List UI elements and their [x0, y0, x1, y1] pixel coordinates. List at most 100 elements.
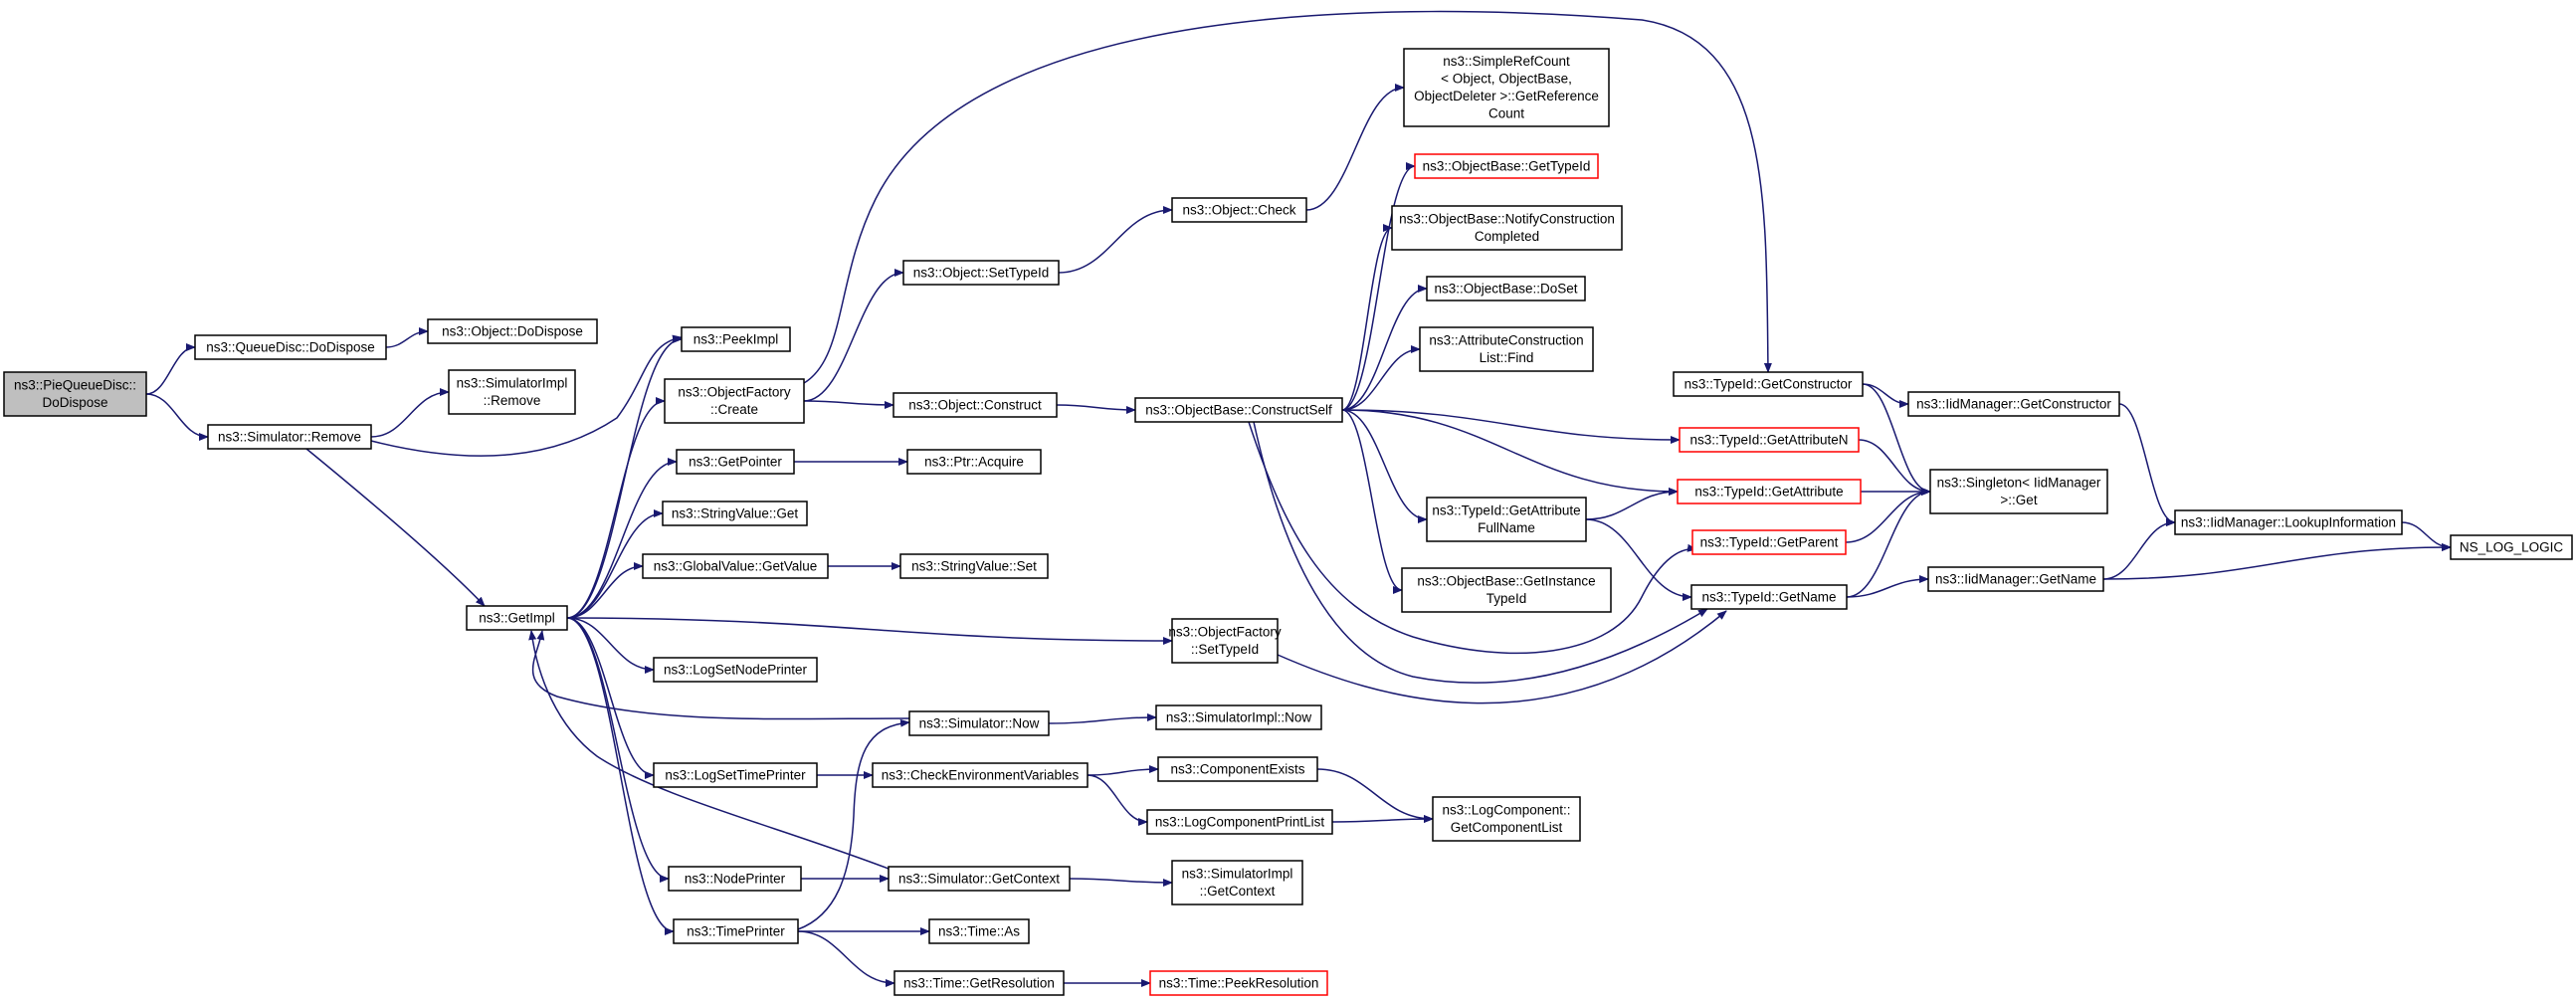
node-label: ns3::Time::GetResolution	[903, 975, 1055, 990]
node-tid-getname[interactable]: ns3::TypeId::GetName	[1690, 584, 1848, 610]
node-iid-getname[interactable]: ns3::IidManager::GetName	[1927, 566, 2104, 592]
node-logsettimeprinter[interactable]: ns3::LogSetTimePrinter	[653, 762, 818, 788]
node-obj-construct[interactable]: ns3::Object::Construct	[892, 392, 1058, 418]
edge-ob-constructself-to-tid-getattributen	[1341, 409, 1681, 444]
node-gv-getvalue[interactable]: ns3::GlobalValue::GetValue	[642, 553, 829, 579]
node-sv-set[interactable]: ns3::StringValue::Set	[899, 553, 1049, 579]
node-sim-now[interactable]: ns3::Simulator::Now	[908, 710, 1050, 736]
node-getpointer[interactable]: ns3::GetPointer	[676, 449, 795, 475]
node-label: ns3::ObjectFactory	[678, 385, 791, 400]
node-label: ns3::ObjectBase::GetTypeId	[1423, 158, 1591, 173]
node-label: ns3::CheckEnvironmentVariables	[882, 767, 1080, 782]
node-box	[872, 762, 1089, 788]
node-label: ns3::Simulator::Remove	[218, 429, 361, 444]
node-compexists[interactable]: ns3::ComponentExists	[1157, 756, 1318, 782]
node-simimpl-remove[interactable]: ns3::SimulatorImpl::Remove	[448, 369, 576, 415]
node-time-peekres[interactable]: ns3::Time::PeekResolution	[1149, 970, 1328, 996]
node-timeprinter[interactable]: ns3::TimePrinter	[673, 918, 799, 944]
node-simimpl-getcontext[interactable]: ns3::SimulatorImpl::GetContext	[1171, 860, 1303, 905]
node-simplerefcount[interactable]: ns3::SimpleRefCount< Object, ObjectBase,…	[1403, 48, 1610, 127]
node-iid-lookup[interactable]: ns3::IidManager::LookupInformation	[2174, 509, 2403, 535]
edge-root-to-sim-remove	[145, 393, 209, 441]
node-getimpl[interactable]: ns3::GetImpl	[466, 605, 568, 631]
edge-root-to-qd-dodispose	[145, 343, 196, 395]
node-box	[448, 369, 576, 415]
node-box	[2450, 534, 2573, 560]
node-obj-dodispose[interactable]: ns3::Object::DoDispose	[427, 318, 598, 344]
node-of-settypeid[interactable]: ns3::ObjectFactory::SetTypeId	[1168, 618, 1282, 664]
node-tid-getattribute[interactable]: ns3::TypeId::GetAttribute	[1677, 479, 1862, 504]
node-time-getres[interactable]: ns3::Time::GetResolution	[893, 970, 1065, 996]
node-sim-remove[interactable]: ns3::Simulator::Remove	[207, 424, 372, 450]
node-root[interactable]: ns3::PieQueueDisc::DoDispose	[3, 371, 147, 417]
node-checkenv[interactable]: ns3::CheckEnvironmentVariables	[872, 762, 1089, 788]
node-sv-get[interactable]: ns3::StringValue::Get	[662, 501, 808, 526]
node-logsetnodeprinter[interactable]: ns3::LogSetNodePrinter	[653, 657, 818, 683]
edge-getimpl-to-of-settypeid	[566, 617, 1173, 645]
edge-getimpl-to-gv-getvalue	[566, 562, 644, 619]
node-label: ns3::SimulatorImpl	[1182, 867, 1293, 882]
edge-getimpl-to-logsettimeprinter	[566, 617, 655, 779]
node-label: ns3::TimePrinter	[687, 923, 785, 938]
edge-tid-getparent-to-singleton-get	[1845, 488, 1931, 543]
node-logcomp-getcomplist[interactable]: ns3::LogComponent::GetComponentList	[1432, 796, 1581, 842]
node-of-create[interactable]: ns3::ObjectFactory::Create	[664, 378, 805, 424]
node-label: ::GetContext	[1200, 884, 1276, 899]
node-ob-doset[interactable]: ns3::ObjectBase::DoSet	[1426, 276, 1586, 301]
node-ob-constructself[interactable]: ns3::ObjectBase::ConstructSelf	[1134, 397, 1343, 423]
node-label: ns3::LogSetNodePrinter	[664, 662, 808, 677]
node-iid-getconstructor[interactable]: ns3::IidManager::GetConstructor	[1907, 391, 2120, 417]
edge-iid-getconstructor-to-iid-lookup	[2118, 403, 2176, 526]
node-label: ::Create	[710, 402, 758, 417]
node-ptr-acquire[interactable]: ns3::Ptr::Acquire	[906, 449, 1042, 475]
node-nodeprinter[interactable]: ns3::NodePrinter	[668, 866, 802, 892]
node-obj-check[interactable]: ns3::Object::Check	[1171, 197, 1307, 223]
node-singleton-get[interactable]: ns3::Singleton< IidManager>::Get	[1929, 469, 2108, 514]
node-obj-settypeid[interactable]: ns3::Object::SetTypeId	[902, 260, 1060, 286]
node-logcompprintlist[interactable]: ns3::LogComponentPrintList	[1146, 809, 1333, 835]
node-label: ns3::TypeId::GetConstructor	[1684, 376, 1853, 391]
node-box	[1673, 371, 1864, 397]
node-box	[1426, 497, 1587, 542]
node-simimpl-now[interactable]: ns3::SimulatorImpl::Now	[1155, 704, 1322, 730]
node-label: ns3::QueueDisc::DoDispose	[206, 339, 375, 354]
node-box	[892, 392, 1058, 418]
node-ob-gettypeid[interactable]: ns3::ObjectBase::GetTypeId	[1414, 153, 1599, 179]
node-sim-getcontext[interactable]: ns3::Simulator::GetContext	[888, 866, 1071, 892]
node-label: ns3::Simulator::Now	[919, 715, 1040, 730]
node-label: Completed	[1475, 229, 1539, 244]
edge-ob-constructself-to-tid-getattrfullname	[1341, 409, 1428, 523]
node-box	[893, 970, 1065, 996]
node-time-as[interactable]: ns3::Time::As	[928, 918, 1030, 944]
node-label: TypeId	[1486, 591, 1527, 606]
edge-tid-getconstructor-to-singleton-get	[1862, 383, 1931, 496]
node-label: ns3::Object::SetTypeId	[913, 265, 1050, 280]
node-box	[427, 318, 598, 344]
edge-ob-constructself-to-ob-gettypeid	[1341, 162, 1416, 411]
edge-iid-lookup-to-ns-log-logic	[2401, 521, 2452, 551]
node-tid-getattributen[interactable]: ns3::TypeId::GetAttributeN	[1679, 427, 1860, 453]
node-ns-log-logic[interactable]: NS_LOG_LOGIC	[2450, 534, 2573, 560]
node-label: ns3::TypeId::GetAttribute	[1432, 503, 1580, 518]
edge-getimpl-to-sv-get	[566, 509, 664, 619]
node-box	[1401, 567, 1612, 613]
edge-qd-dodispose-to-obj-dodispose	[385, 327, 429, 348]
node-qd-dodispose[interactable]: ns3::QueueDisc::DoDispose	[194, 334, 387, 360]
edge-ob-constructself-to-acl-find	[1341, 345, 1421, 411]
node-box	[668, 866, 802, 892]
edge-sim-remove-to-getimpl	[305, 448, 486, 607]
node-box	[1146, 809, 1333, 835]
node-tid-getconstructor[interactable]: ns3::TypeId::GetConstructor	[1673, 371, 1864, 397]
node-label: ns3::Time::As	[938, 923, 1020, 938]
node-ob-notify[interactable]: ns3::ObjectBase::NotifyConstructionCompl…	[1391, 205, 1623, 251]
node-label: ns3::Singleton< IidManager	[1937, 476, 2101, 491]
edge-timeprinter-to-time-getres	[797, 930, 895, 987]
node-peekimpl[interactable]: ns3::PeekImpl	[681, 326, 791, 352]
node-tid-getparent[interactable]: ns3::TypeId::GetParent	[1691, 529, 1847, 555]
edge-ob-constructself-to-ob-getinstancetypeid	[1341, 409, 1403, 594]
node-label: GetComponentList	[1451, 820, 1563, 835]
node-box	[1929, 469, 2108, 514]
